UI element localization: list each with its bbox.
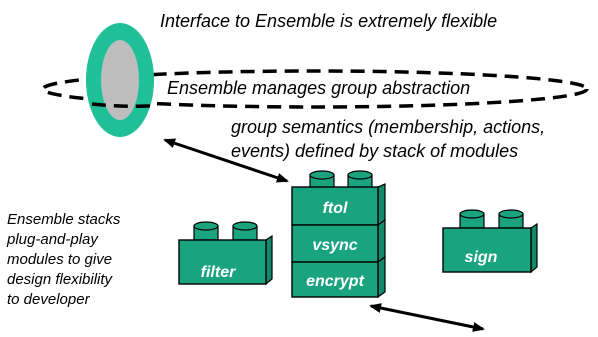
module-sign: sign — [442, 209, 538, 274]
stacks-caption-line3: modules to give — [7, 251, 113, 268]
stacks-caption-line4: design flexibility — [7, 271, 113, 288]
sign-stud — [498, 209, 524, 229]
stack-to-developer-arrow — [369, 303, 485, 332]
stacks-caption-line1: Ensemble stacks — [7, 211, 121, 228]
module-vsync: vsync — [291, 218, 386, 264]
interface-ring — [86, 23, 154, 137]
module-label-filter: filter — [201, 264, 236, 281]
stack-stud — [347, 170, 373, 190]
interface-ring-inner — [101, 40, 139, 120]
module-stack: ftol vsync encrypt — [291, 170, 386, 299]
ring-to-stack-arrow — [163, 138, 289, 183]
filter-stud — [193, 221, 219, 241]
group-abstraction-caption: Ensemble manages group abstraction — [167, 78, 471, 98]
stacks-caption-line2: plug-and-play — [7, 231, 98, 248]
module-ftol: ftol — [291, 183, 386, 227]
module-label-sign: sign — [465, 249, 498, 266]
module-label-encrypt: encrypt — [306, 273, 364, 290]
group-abstraction-ellipse — [41, 69, 589, 109]
stacks-caption-line5: to developer — [7, 291, 90, 308]
module-filter: filter — [178, 221, 273, 286]
group-semantics-caption-line1: group semantics (membership, actions, — [231, 117, 546, 137]
module-encrypt: encrypt — [291, 255, 386, 299]
module-label-vsync: vsync — [312, 237, 357, 254]
group-semantics-caption-line2: events) defined by stack of modules — [231, 141, 519, 161]
sign-stud — [459, 209, 485, 229]
module-label-ftol: ftol — [323, 200, 348, 217]
filter-stud — [232, 221, 258, 241]
group-abstraction-ellipse-front — [91, 102, 151, 108]
interface-caption: Interface to Ensemble is extremely flexi… — [160, 11, 498, 31]
